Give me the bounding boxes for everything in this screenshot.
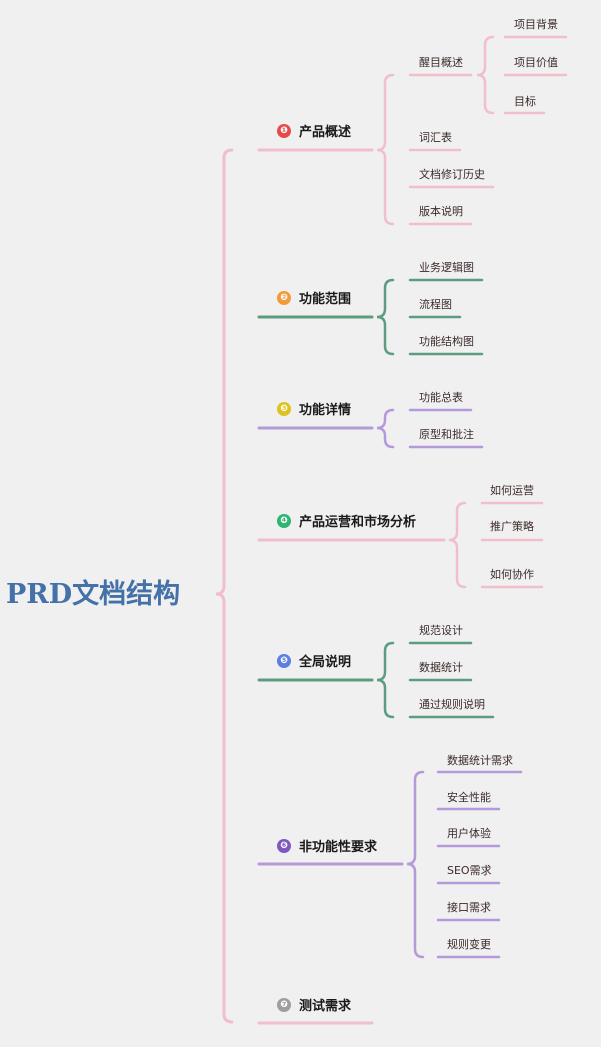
topic-function-table[interactable]: 功能总表 (419, 391, 463, 404)
topic-security[interactable]: 安全性能 (447, 791, 491, 804)
badge-2: ❷ (277, 290, 291, 305)
branch-5[interactable]: ❺ 全局说明 (277, 651, 351, 670)
branch-3[interactable]: ❸ 功能详情 (277, 399, 351, 418)
badge-1: ❶ (277, 123, 291, 138)
topic-prototype[interactable]: 原型和批注 (419, 428, 474, 441)
badge-5: ❺ (277, 653, 291, 668)
branch-5-label: 全局说明 (299, 655, 352, 670)
badge-3: ❸ (277, 401, 291, 416)
topic-flowchart[interactable]: 流程图 (419, 298, 452, 311)
topic-version-notes[interactable]: 版本说明 (419, 205, 463, 218)
topic-stats-requirements[interactable]: 数据统计需求 (447, 754, 513, 767)
topic-revision-history[interactable]: 文档修订历史 (419, 168, 485, 181)
branch-4[interactable]: ❹ 产品运营和市场分析 (277, 511, 416, 530)
badge-4: ❹ (277, 513, 291, 528)
branch-6[interactable]: ❻ 非功能性要求 (277, 836, 377, 855)
branch-4-brace (448, 501, 467, 589)
branch-3-brace (376, 408, 395, 449)
topic-goal[interactable]: 目标 (514, 95, 536, 108)
branch-1-brace (376, 73, 395, 226)
topic-ux[interactable]: 用户体验 (447, 827, 491, 840)
topic-design-spec[interactable]: 规范设计 (419, 624, 463, 637)
branch-2-label: 功能范围 (299, 292, 352, 307)
topic-project-value[interactable]: 项目价值 (514, 56, 558, 69)
branch-7[interactable]: ❼ 测试需求 (277, 995, 351, 1014)
branch-7-label: 测试需求 (299, 999, 352, 1014)
topic-data-stats[interactable]: 数据统计 (419, 661, 463, 674)
branch-4-label: 产品运营和市场分析 (299, 515, 417, 530)
branch-6-brace (406, 770, 425, 959)
topic-project-overview[interactable]: 醒目概述 (419, 56, 463, 69)
topic-project-background[interactable]: 项目背景 (514, 18, 558, 31)
topic-business-logic[interactable]: 业务逻辑图 (419, 261, 474, 274)
topic-promotion[interactable]: 推广策略 (490, 520, 534, 533)
root-brace (215, 148, 234, 1024)
badge-7: ❼ (277, 997, 291, 1012)
topic-function-structure[interactable]: 功能结构图 (419, 335, 474, 348)
sub-brace (476, 35, 495, 115)
branch-2[interactable]: ❷ 功能范围 (277, 288, 351, 307)
topic-collaboration[interactable]: 如何协作 (490, 568, 534, 581)
topic-glossary[interactable]: 词汇表 (419, 131, 452, 144)
topic-operations[interactable]: 如何运营 (490, 484, 534, 497)
badge-6: ❻ (277, 838, 291, 853)
branch-1[interactable]: ❶ 产品概述 (277, 121, 351, 140)
branch-5-brace (376, 641, 395, 719)
branch-2-brace (376, 278, 395, 356)
branch-3-label: 功能详情 (299, 403, 352, 418)
topic-rules[interactable]: 通过规则说明 (419, 698, 485, 711)
root-topic[interactable]: PRD文档结构 (6, 579, 181, 610)
topic-api[interactable]: 接口需求 (447, 901, 491, 914)
branch-6-label: 非功能性要求 (299, 840, 378, 855)
topic-seo[interactable]: SEO需求 (447, 864, 492, 877)
topic-rule-change[interactable]: 规则变更 (447, 938, 491, 951)
branch-1-label: 产品概述 (299, 125, 352, 140)
